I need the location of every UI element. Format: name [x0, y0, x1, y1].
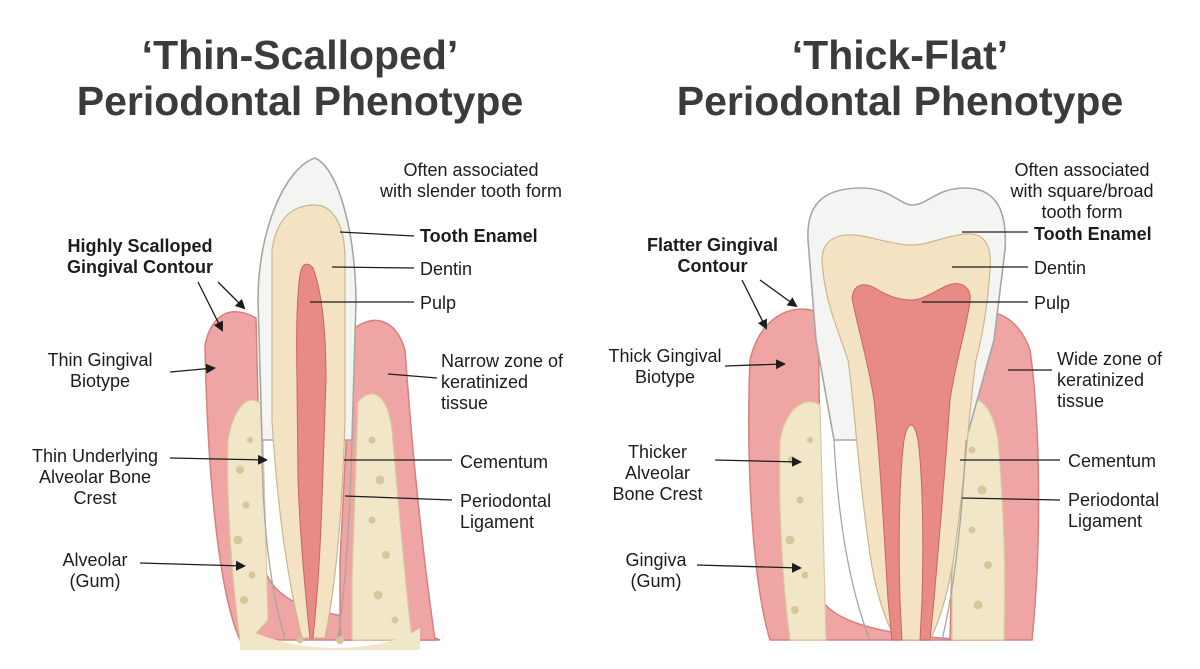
thin-tooth-form-note: Often associated with slender tooth form [379, 160, 563, 201]
thin-ligament-label: Periodontal Ligament [460, 491, 552, 532]
thick-pulp-label: Pulp [1034, 293, 1071, 313]
thin-scalloped-tooth-illustration [139, 157, 453, 650]
thin-gum-label: Alveolar (Gum) [62, 550, 128, 591]
thick-dentin-label: Dentin [1034, 258, 1087, 278]
thin-bone-crest-label: Thin Underlying Alveolar Bone Crest [31, 446, 159, 508]
thin-title-line2: Periodontal Phenotype [76, 78, 524, 124]
thin-scalloped-panel: ‘Thin-Scalloped’ Periodontal Phenotype O… [0, 32, 600, 650]
thick-biotype-label: Thick Gingival Biotype [608, 346, 722, 387]
tooth-pulp-shape [851, 283, 971, 641]
thick-tooth-enamel-label: Tooth Enamel [1034, 224, 1152, 244]
thin-title-line1: ‘Thin-Scalloped’ [141, 32, 459, 78]
thin-tooth-enamel-label: Tooth Enamel [420, 226, 538, 246]
thick-flat-title: ‘Thick-Flat’ Periodontal Phenotype [600, 32, 1200, 124]
thin-keratinized-label: Narrow zone of keratinized tissue [441, 351, 564, 413]
thick-title-line1: ‘Thick-Flat’ [791, 32, 1009, 78]
tooth-pulp-shape [296, 263, 327, 639]
thin-cementum-label: Cementum [460, 452, 549, 472]
thick-flat-tooth-illustration [696, 187, 1061, 641]
thick-title-line2: Periodontal Phenotype [676, 78, 1124, 124]
alveolar-bone-shape-right [351, 393, 413, 641]
leader-lines [696, 231, 1061, 573]
thick-flat-panel: ‘Thick-Flat’ Periodontal Phenotype Often… [600, 0, 1200, 669]
alveolar-bone-shape [778, 401, 827, 641]
bone-trabeculae [233, 436, 399, 644]
thick-tooth-form-note: Often associated with square/broad tooth… [1010, 160, 1154, 222]
thick-ligament-label: Periodontal Ligament [1068, 490, 1160, 531]
thick-cementum-label: Cementum [1068, 451, 1157, 471]
thin-contour-label: Highly Scalloped Gingival Contour [67, 236, 213, 277]
thick-bone-crest-label: Thicker Alveolar Bone Crest [612, 442, 703, 504]
thin-scalloped-title: ‘Thin-Scalloped’ Periodontal Phenotype [0, 32, 600, 124]
leader-lines [139, 231, 453, 571]
bone-base [240, 625, 420, 650]
thick-gum-label: Gingiva (Gum) [625, 550, 687, 591]
thick-contour-label: Flatter Gingival Contour [646, 235, 779, 276]
thin-dentin-label: Dentin [420, 259, 473, 279]
thin-biotype-label: Thin Gingival Biotype [47, 350, 153, 391]
thick-keratinized-label: Wide zone of keratinized tissue [1057, 349, 1163, 411]
thin-pulp-label: Pulp [420, 293, 457, 313]
